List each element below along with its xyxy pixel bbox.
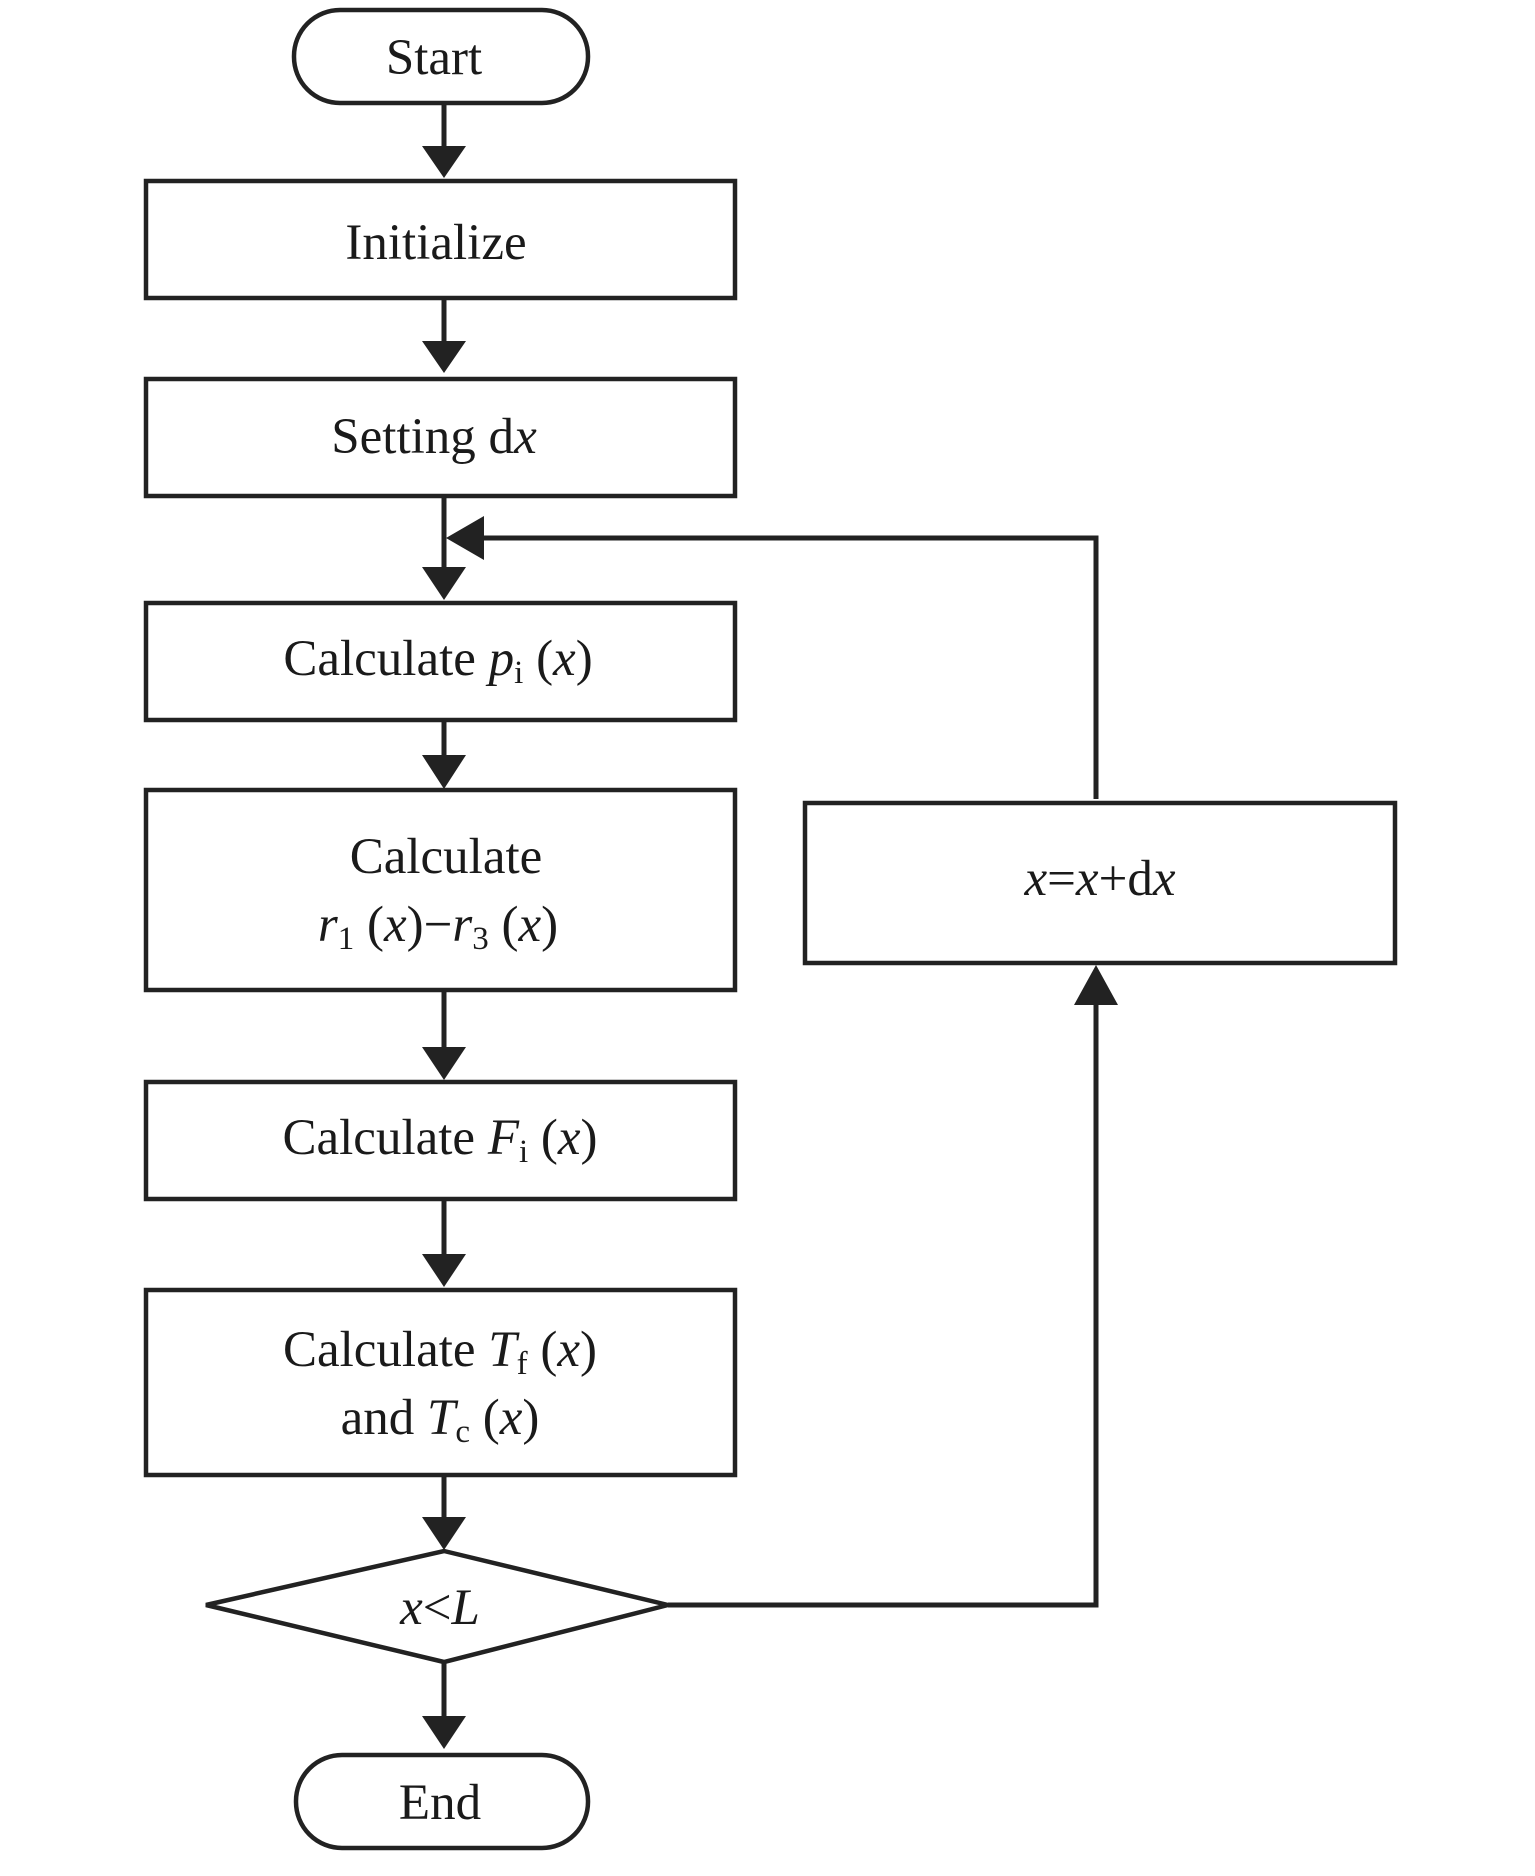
calculate-f-node: Calculate Fi (x)	[143, 1079, 738, 1202]
start-node: Start	[291, 7, 591, 106]
arrowhead-calc-r	[422, 755, 466, 789]
arrowhead-end	[422, 1716, 466, 1749]
calculate-p-node: Calculate pi (x)	[143, 600, 738, 723]
increment-node: x=x+dx	[802, 800, 1398, 966]
edge-increment-loop	[478, 535, 1099, 799]
calculate-r-node: Calculate r1 (x)−r3 (x)	[143, 787, 738, 993]
connectors	[422, 103, 1118, 1749]
edge-decision-increment	[668, 1000, 1099, 1608]
decision-node: x<L	[205, 1548, 669, 1665]
decision-label: x<L	[399, 1580, 480, 1636]
calculate-r-label-line2: r1 (x)−r3 (x)	[318, 897, 558, 957]
arrowhead-setting	[422, 341, 466, 373]
initialize-label: Initialize	[345, 215, 526, 271]
setting-dx-node: Setting dx	[143, 376, 738, 499]
calculate-t-label-line1: Calculate Tf (x)	[283, 1322, 597, 1382]
calculate-f-label: Calculate Fi (x)	[282, 1110, 597, 1170]
end-node: End	[293, 1752, 591, 1851]
calculate-t-label-line2: and Tc (x)	[341, 1390, 540, 1450]
calculate-t-node: Calculate Tf (x) and Tc (x)	[143, 1287, 738, 1478]
arrowhead-calc-t	[422, 1254, 466, 1287]
setting-dx-label: Setting dx	[331, 409, 537, 465]
calculate-p-label: Calculate pi (x)	[283, 631, 592, 691]
arrowhead-initialize	[422, 146, 466, 178]
increment-label: x=x+dx	[1024, 851, 1176, 907]
arrowhead-increment	[1074, 965, 1118, 1005]
arrowhead-decision	[422, 1517, 466, 1550]
calculate-r-label-line1: Calculate	[350, 829, 543, 885]
arrowhead-loop	[446, 516, 484, 560]
arrowhead-calc-f	[422, 1047, 466, 1080]
end-label: End	[399, 1775, 481, 1831]
initialize-node: Initialize	[143, 178, 738, 301]
arrowhead-calc-p	[422, 567, 466, 600]
start-label: Start	[386, 30, 482, 86]
